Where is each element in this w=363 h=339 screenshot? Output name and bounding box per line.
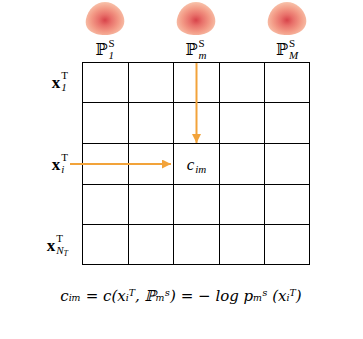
- math-symbol: x: [52, 156, 61, 173]
- blob-shape: [83, 0, 127, 38]
- subscript-row: i: [61, 164, 68, 176]
- script-stack: Sm: [199, 38, 207, 61]
- math-label: xT1: [52, 70, 68, 93]
- superscript: T: [56, 232, 63, 244]
- math-symbol: c: [187, 156, 195, 173]
- math-symbol: ℙ: [186, 42, 198, 58]
- distribution-label: ℙSm: [186, 38, 207, 61]
- superscript: S: [289, 37, 295, 49]
- distribution-label: ℙSM: [276, 38, 298, 61]
- subscript-row: M: [289, 50, 298, 62]
- superscript: S: [199, 37, 205, 49]
- script-stack: Ti: [61, 152, 68, 175]
- subscript: M: [289, 49, 298, 61]
- math-symbol: ℙ: [276, 42, 288, 58]
- cost-cell: cim: [173, 143, 220, 185]
- math-symbol: ℙ: [95, 42, 107, 58]
- superscript-row: S: [108, 38, 114, 50]
- subscript: N: [56, 244, 63, 256]
- superscript: T: [61, 69, 68, 81]
- subscript: im: [195, 163, 206, 175]
- subscript: 1: [108, 49, 114, 61]
- math-label: xTi: [52, 152, 68, 175]
- subscript-row: 1: [108, 50, 114, 62]
- math-label: ℙSm: [186, 38, 207, 61]
- subscript: m: [199, 49, 207, 61]
- subscript-row: NT: [56, 245, 68, 257]
- distribution-blob: ℙSM: [257, 0, 317, 61]
- script-stack: S1: [108, 38, 114, 61]
- math-symbol: x: [47, 237, 56, 254]
- row-label: xTNT: [47, 233, 68, 256]
- script-stack: SM: [289, 38, 298, 61]
- subscript-row: im: [195, 164, 206, 175]
- superscript-row: T: [61, 70, 68, 82]
- subscript-row: 1: [61, 82, 68, 94]
- selection-arrow: [196, 63, 198, 143]
- superscript-row: S: [289, 38, 298, 50]
- math-label: cim: [187, 156, 207, 173]
- superscript: S: [108, 37, 114, 49]
- superscript-row: T: [56, 233, 68, 245]
- subscript-row: m: [199, 50, 207, 62]
- distribution-blob: ℙSm: [166, 0, 226, 61]
- subscript: i: [61, 163, 64, 175]
- row-label: xT1: [52, 70, 68, 93]
- row-arrow: [70, 163, 171, 165]
- distribution-blob: ℙS1: [75, 0, 135, 61]
- superscript: T: [61, 151, 68, 163]
- distribution-label: ℙS1: [95, 38, 114, 61]
- math-label: ℙSM: [276, 38, 298, 61]
- subscript: T: [64, 249, 68, 258]
- script-stack: T1: [61, 70, 68, 93]
- subscript: 1: [61, 81, 67, 93]
- row-label: xTi: [52, 152, 68, 175]
- script-stack: TNT: [56, 233, 68, 256]
- superscript-row: T: [61, 152, 68, 164]
- cost-formula: cᵢₘ = c(xᵢᵀ, ℙₘˢ) = − log pₘˢ (xᵢᵀ): [60, 287, 301, 305]
- math-symbol: x: [52, 74, 61, 91]
- math-label: ℙS1: [95, 38, 114, 61]
- math-label: xTNT: [47, 233, 68, 256]
- superscript-row: S: [199, 38, 207, 50]
- blob-shape: [174, 0, 218, 38]
- blob-shape: [265, 0, 309, 38]
